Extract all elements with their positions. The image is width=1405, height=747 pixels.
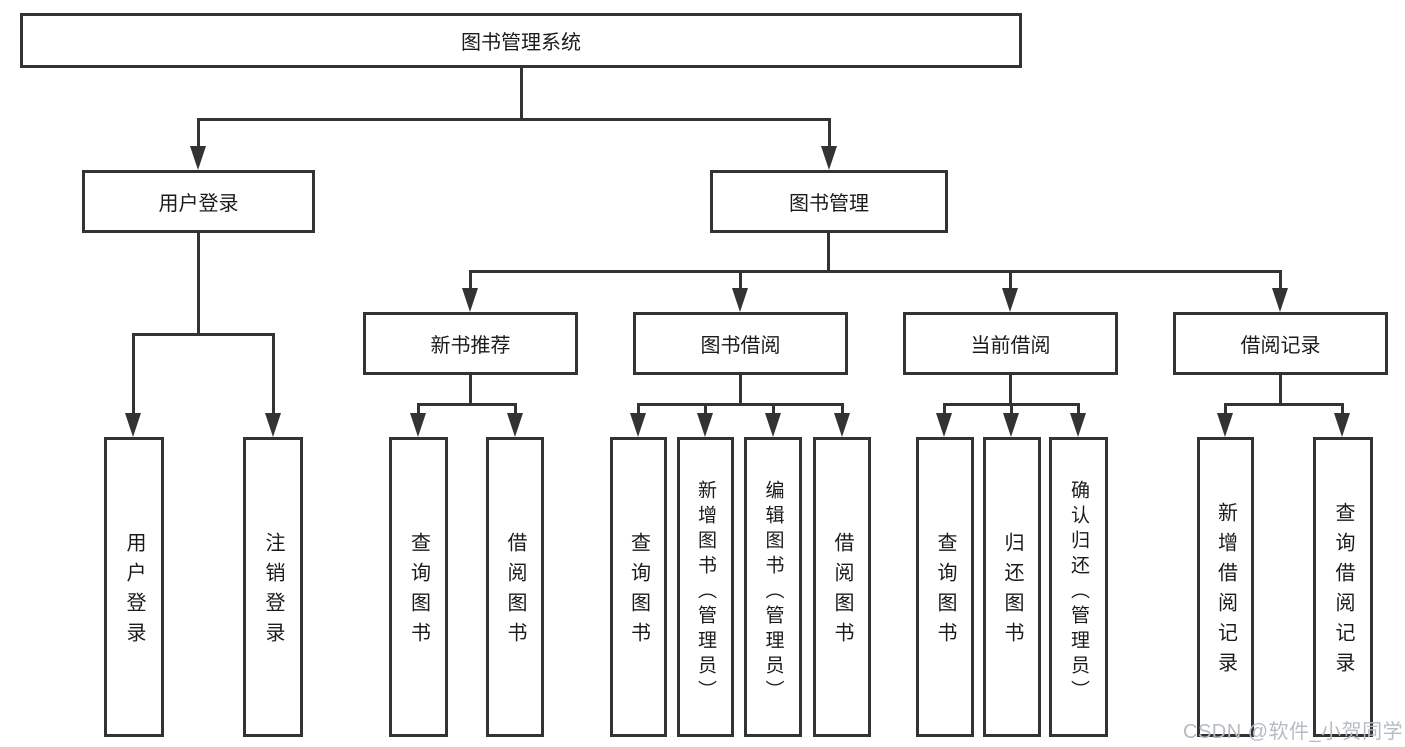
node-borrow-records-label: 借阅记录 xyxy=(1240,335,1321,357)
connector-vline xyxy=(1341,403,1344,417)
arrow-down-icon xyxy=(1002,288,1018,312)
connector-vline xyxy=(197,118,200,149)
arrow-down-icon xyxy=(265,413,281,437)
leaf-cb-query-books-label: 查询图书 xyxy=(934,532,956,652)
leaf-nb-borrow-books-label: 借阅图书 xyxy=(504,532,526,652)
leaf-br-query-record-label: 查询借阅记录 xyxy=(1332,502,1354,682)
leaf-logout-login: 注销登录 xyxy=(243,437,303,737)
connector-vline xyxy=(1279,375,1282,406)
node-book-management: 图书管理 xyxy=(710,170,948,233)
leaf-bb-edit-books-admin: 编辑图书（管理员） xyxy=(744,437,802,737)
leaf-nb-query-books: 查询图书 xyxy=(389,437,448,737)
connector-vline xyxy=(1077,403,1080,417)
node-borrow-records: 借阅记录 xyxy=(1173,312,1388,375)
leaf-bb-borrow-books: 借阅图书 xyxy=(813,437,871,737)
arrow-down-icon xyxy=(1070,413,1086,437)
arrow-down-icon xyxy=(410,413,426,437)
leaf-bb-query-books-label: 查询图书 xyxy=(627,532,650,652)
node-user-login-label: 用户登录 xyxy=(158,193,239,215)
leaf-user-login-label: 用户登录 xyxy=(123,532,145,652)
arrow-down-icon xyxy=(1217,413,1233,437)
leaf-cb-confirm-return-admin: 确认归还（管理员） xyxy=(1049,437,1108,737)
node-book-management-label: 图书管理 xyxy=(789,193,869,215)
leaf-cb-query-books: 查询图书 xyxy=(916,437,974,737)
connector-vline xyxy=(1009,270,1012,292)
connector-vline xyxy=(1279,270,1282,292)
connector-hline xyxy=(197,118,831,121)
leaf-nb-query-books-label: 查询图书 xyxy=(407,532,430,652)
connector-vline xyxy=(1009,375,1012,406)
leaf-bb-query-books: 查询图书 xyxy=(610,437,667,737)
arrow-down-icon xyxy=(834,413,850,437)
connector-vline xyxy=(637,403,640,417)
arrow-down-icon xyxy=(936,413,952,437)
arrow-down-icon xyxy=(1334,413,1350,437)
arrow-down-icon xyxy=(821,146,837,170)
connector-vline xyxy=(772,403,775,417)
connector-hline xyxy=(469,270,1282,273)
node-book-borrow-label: 图书借阅 xyxy=(700,335,781,357)
connector-vline xyxy=(1010,403,1013,417)
connector-vline xyxy=(197,233,200,336)
node-user-login: 用户登录 xyxy=(82,170,315,233)
node-current-borrow: 当前借阅 xyxy=(903,312,1118,375)
connector-vline xyxy=(514,403,517,417)
connector-vline xyxy=(841,403,844,417)
connector-vline xyxy=(417,403,420,417)
leaf-nb-borrow-books: 借阅图书 xyxy=(486,437,544,737)
connector-vline xyxy=(520,68,523,121)
arrow-down-icon xyxy=(630,413,646,437)
leaf-br-add-record-label: 新增借阅记录 xyxy=(1214,502,1237,682)
leaf-user-login: 用户登录 xyxy=(104,437,164,737)
leaf-br-add-record: 新增借阅记录 xyxy=(1197,437,1254,737)
node-root: 图书管理系统 xyxy=(20,13,1022,68)
connector-vline xyxy=(943,403,946,417)
connector-vline xyxy=(704,403,707,417)
connector-vline xyxy=(828,118,831,149)
leaf-cb-return-books: 归还图书 xyxy=(983,437,1041,737)
leaf-bb-add-books-admin-label: 新增图书（管理员） xyxy=(695,479,716,705)
arrow-down-icon xyxy=(462,288,478,312)
connector-hline xyxy=(637,403,844,406)
node-root-label: 图书管理系统 xyxy=(461,32,581,54)
leaf-bb-edit-books-admin-label: 编辑图书（管理员） xyxy=(762,479,784,705)
arrow-down-icon xyxy=(125,413,141,437)
arrow-down-icon xyxy=(507,413,523,437)
connector-vline xyxy=(827,233,830,273)
connector-vline xyxy=(739,375,742,406)
leaf-cb-return-books-label: 归还图书 xyxy=(1001,532,1023,652)
connector-vline xyxy=(132,333,135,415)
arrow-down-icon xyxy=(732,288,748,312)
node-new-book-recommend-label: 新书推荐 xyxy=(430,335,511,357)
leaf-bb-borrow-books-label: 借阅图书 xyxy=(831,532,853,652)
connector-vline xyxy=(272,333,275,415)
leaf-logout-login-label: 注销登录 xyxy=(262,532,284,652)
csdn-watermark: CSDN @软件_小贺同学 xyxy=(1183,721,1404,743)
connector-hline xyxy=(1224,403,1344,406)
arrow-down-icon xyxy=(765,413,781,437)
arrow-down-icon xyxy=(697,413,713,437)
connector-vline xyxy=(739,270,742,292)
arrow-down-icon xyxy=(1272,288,1288,312)
leaf-br-query-record: 查询借阅记录 xyxy=(1313,437,1373,737)
connector-vline xyxy=(469,270,472,292)
arrow-down-icon xyxy=(190,146,206,170)
node-book-borrow: 图书借阅 xyxy=(633,312,848,375)
connector-vline xyxy=(1224,403,1227,417)
connector-vline xyxy=(469,375,472,406)
arrow-down-icon xyxy=(1003,413,1019,437)
node-current-borrow-label: 当前借阅 xyxy=(970,335,1051,357)
connector-hline xyxy=(417,403,517,406)
connector-hline xyxy=(132,333,275,336)
leaf-bb-add-books-admin: 新增图书（管理员） xyxy=(677,437,734,737)
node-new-book-recommend: 新书推荐 xyxy=(363,312,578,375)
leaf-cb-confirm-return-admin-label: 确认归还（管理员） xyxy=(1068,479,1089,705)
